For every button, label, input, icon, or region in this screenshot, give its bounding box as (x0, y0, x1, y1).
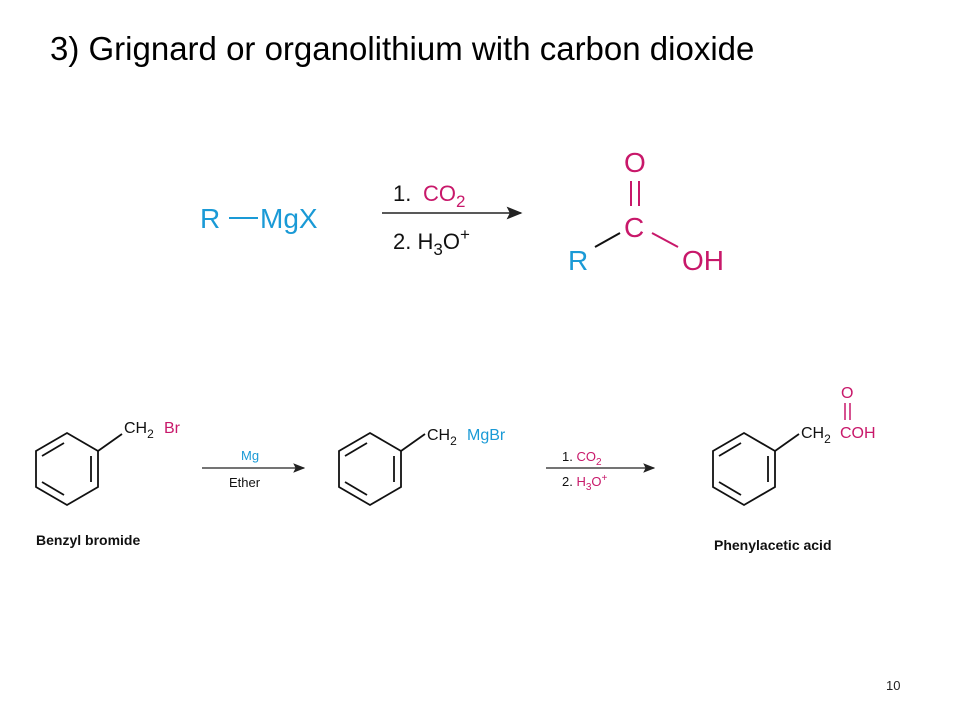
page-number: 10 (886, 678, 901, 693)
reactant-r: R (200, 203, 220, 234)
grignard-mgbr: MgBr (467, 427, 506, 444)
r-c-bond (594, 232, 621, 248)
reactant-mgx: MgX (260, 203, 318, 234)
product-oh: OH (682, 245, 724, 276)
benzene-ring-2 (338, 431, 426, 507)
step2-reagent: 2. H3O+ (393, 225, 470, 259)
step1-reagent: CO2 (423, 181, 465, 211)
step1-prefix: 1. (393, 181, 411, 206)
general-reaction: R MgX 1. CO2 2. H3O+ O C R OH (200, 147, 724, 276)
acid-carbonyl-o: O (841, 385, 853, 402)
step-b2: 2. H3O+ (562, 473, 608, 493)
mg-reagent: Mg (241, 448, 259, 463)
acid-cooh: COH (840, 425, 876, 442)
product-carbonyl-o: O (624, 147, 646, 178)
benzyl-ch2: CH2 (124, 420, 154, 441)
c-oh-bond (651, 232, 679, 248)
product-r: R (568, 245, 588, 276)
acid-ch2: CH2 (801, 425, 831, 446)
benzene-ring-1 (35, 431, 123, 507)
grignard-ch2: CH2 (427, 427, 457, 448)
benzene-ring-3 (712, 431, 800, 507)
phenylacetic-acid-name: Phenylacetic acid (714, 537, 832, 553)
product-carbon: C (624, 212, 644, 243)
ether-solvent: Ether (229, 475, 261, 490)
benzyl-bromide-name: Benzyl bromide (36, 532, 140, 548)
step-b1: 1. CO2 (562, 449, 602, 468)
slide-title: 3) Grignard or organolithium with carbon… (50, 30, 755, 67)
example-reaction: CH2 Br Benzyl bromide Mg Ether CH2 MgBr … (35, 385, 876, 553)
benzyl-br: Br (164, 420, 181, 437)
